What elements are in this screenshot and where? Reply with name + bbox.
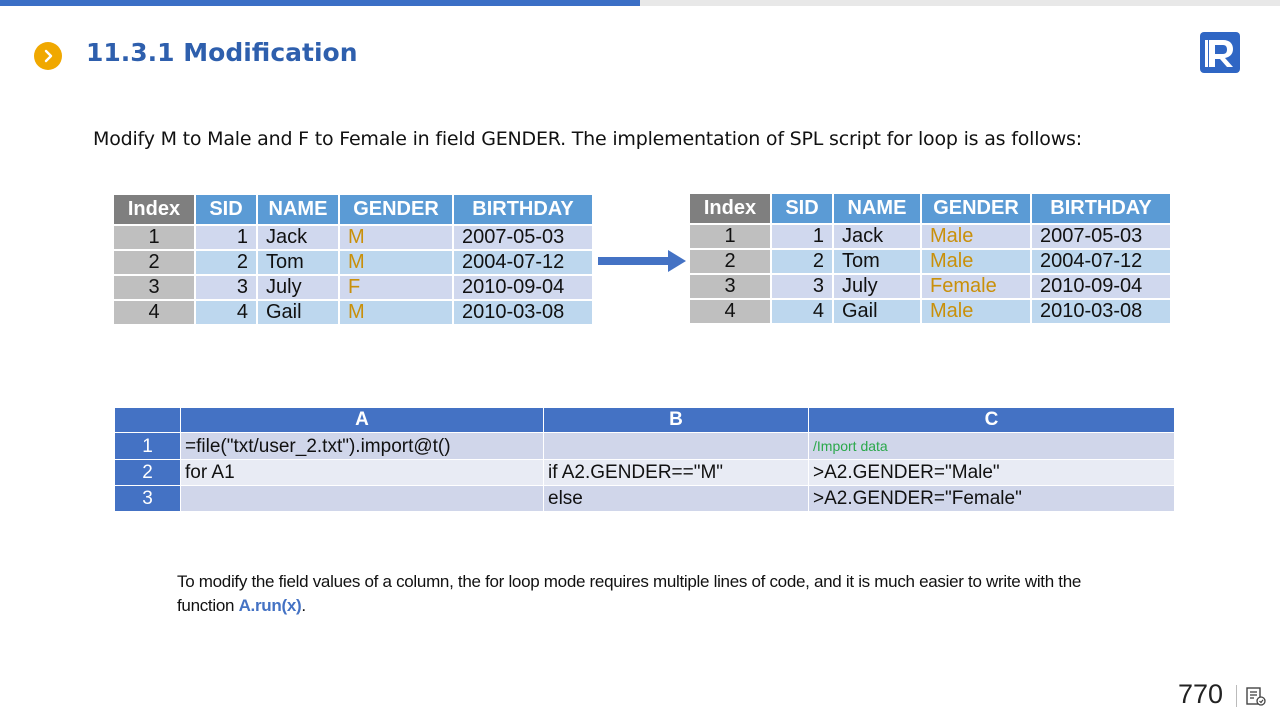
row-number: 1 xyxy=(115,433,180,459)
cell-gender: Female xyxy=(922,275,1030,298)
cell-b2: if A2.GENDER=="M" xyxy=(544,460,808,485)
cell-name: Gail xyxy=(258,301,338,324)
cell-sid: 2 xyxy=(772,250,832,273)
cell-birthday: 2010-09-04 xyxy=(454,276,592,299)
cell-index: 4 xyxy=(114,301,194,324)
cell-a1: =file("txt/user_2.txt").import@t() xyxy=(181,433,543,459)
comment-text: /Import data xyxy=(813,438,888,454)
column-header-name: NAME xyxy=(834,194,920,223)
column-header-b: B xyxy=(544,408,808,432)
cell-index: 3 xyxy=(114,276,194,299)
cell-birthday: 2010-09-04 xyxy=(1032,275,1170,298)
cell-sid: 3 xyxy=(772,275,832,298)
cell-name: July xyxy=(834,275,920,298)
table-row: 2 2 Tom Male 2004-07-12 xyxy=(690,250,1170,273)
cell-sid: 3 xyxy=(196,276,256,299)
cell-name: July xyxy=(258,276,338,299)
cell-name: Tom xyxy=(834,250,920,273)
cell-birthday: 2004-07-12 xyxy=(1032,250,1170,273)
notes-icon[interactable] xyxy=(1245,685,1267,707)
column-header-gender: GENDER xyxy=(340,195,452,224)
cell-c1: /Import data xyxy=(809,433,1174,459)
after-table: Index SID NAME GENDER BIRTHDAY 1 1 Jack … xyxy=(688,192,1172,325)
r-logo-icon xyxy=(1199,31,1241,74)
column-header-name: NAME xyxy=(258,195,338,224)
cell-c3: >A2.GENDER="Female" xyxy=(809,486,1174,511)
cell-name: Jack xyxy=(258,226,338,249)
cell-sid: 4 xyxy=(772,300,832,323)
table-row: 1 1 Jack M 2007-05-03 xyxy=(114,226,592,249)
spl-code-grid: A B C 1 =file("txt/user_2.txt").import@t… xyxy=(114,407,1175,512)
row-number: 3 xyxy=(115,486,180,511)
cell-sid: 2 xyxy=(196,251,256,274)
footer-divider xyxy=(1236,685,1237,707)
cell-index: 2 xyxy=(114,251,194,274)
column-header-a: A xyxy=(181,408,543,432)
table-row: 4 4 Gail Male 2010-03-08 xyxy=(690,300,1170,323)
cell-gender: Male xyxy=(922,225,1030,248)
cell-gender: Male xyxy=(922,300,1030,323)
column-header-birthday: BIRTHDAY xyxy=(454,195,592,224)
cell-name: Tom xyxy=(258,251,338,274)
row-number: 2 xyxy=(115,460,180,485)
column-header-c: C xyxy=(809,408,1174,432)
cell-name: Jack xyxy=(834,225,920,248)
cell-c2: >A2.GENDER="Male" xyxy=(809,460,1174,485)
cell-a2: for A1 xyxy=(181,460,543,485)
grid-row: 3 else >A2.GENDER="Female" xyxy=(115,486,1174,511)
page-number: 770 xyxy=(1178,679,1224,709)
grid-row: 1 =file("txt/user_2.txt").import@t() /Im… xyxy=(115,433,1174,459)
page-title: 11.3.1 Modification xyxy=(86,38,358,67)
table-row: 3 3 July Female 2010-09-04 xyxy=(690,275,1170,298)
column-header-sid: SID xyxy=(772,194,832,223)
explanation-note: To modify the field values of a column, … xyxy=(177,570,1117,618)
progress-fill xyxy=(0,0,640,6)
cell-b1 xyxy=(544,433,808,459)
function-name: A.run(x) xyxy=(238,596,302,615)
progress-track xyxy=(0,0,1280,6)
cell-gender: M xyxy=(340,251,452,274)
column-header-gender: GENDER xyxy=(922,194,1030,223)
cell-birthday: 2007-05-03 xyxy=(454,226,592,249)
cell-a3 xyxy=(181,486,543,511)
cell-index: 1 xyxy=(114,226,194,249)
cell-name: Gail xyxy=(834,300,920,323)
cell-sid: 1 xyxy=(772,225,832,248)
cell-gender: Male xyxy=(922,250,1030,273)
note-end: . xyxy=(301,596,306,615)
cell-index: 2 xyxy=(690,250,770,273)
cell-sid: 1 xyxy=(196,226,256,249)
table-row: 2 2 Tom M 2004-07-12 xyxy=(114,251,592,274)
intro-text: Modify M to Male and F to Female in fiel… xyxy=(93,128,1082,150)
cell-birthday: 2004-07-12 xyxy=(454,251,592,274)
table-row: 3 3 July F 2010-09-04 xyxy=(114,276,592,299)
cell-sid: 4 xyxy=(196,301,256,324)
table-row: 1 1 Jack Male 2007-05-03 xyxy=(690,225,1170,248)
before-table: Index SID NAME GENDER BIRTHDAY 1 1 Jack … xyxy=(112,193,594,326)
cell-birthday: 2010-03-08 xyxy=(454,301,592,324)
cell-gender: M xyxy=(340,226,452,249)
cell-birthday: 2007-05-03 xyxy=(1032,225,1170,248)
cell-index: 1 xyxy=(690,225,770,248)
grid-corner xyxy=(115,408,180,432)
column-header-index: Index xyxy=(690,194,770,223)
cell-index: 4 xyxy=(690,300,770,323)
chevron-right-icon xyxy=(34,42,62,70)
grid-row: 2 for A1 if A2.GENDER=="M" >A2.GENDER="M… xyxy=(115,460,1174,485)
column-header-birthday: BIRTHDAY xyxy=(1032,194,1170,223)
cell-gender: F xyxy=(340,276,452,299)
right-arrow-icon xyxy=(598,250,686,272)
note-text: To modify the field values of a column, … xyxy=(177,572,1082,615)
column-header-sid: SID xyxy=(196,195,256,224)
cell-gender: M xyxy=(340,301,452,324)
cell-birthday: 2010-03-08 xyxy=(1032,300,1170,323)
table-row: 4 4 Gail M 2010-03-08 xyxy=(114,301,592,324)
column-header-index: Index xyxy=(114,195,194,224)
cell-b3: else xyxy=(544,486,808,511)
cell-index: 3 xyxy=(690,275,770,298)
